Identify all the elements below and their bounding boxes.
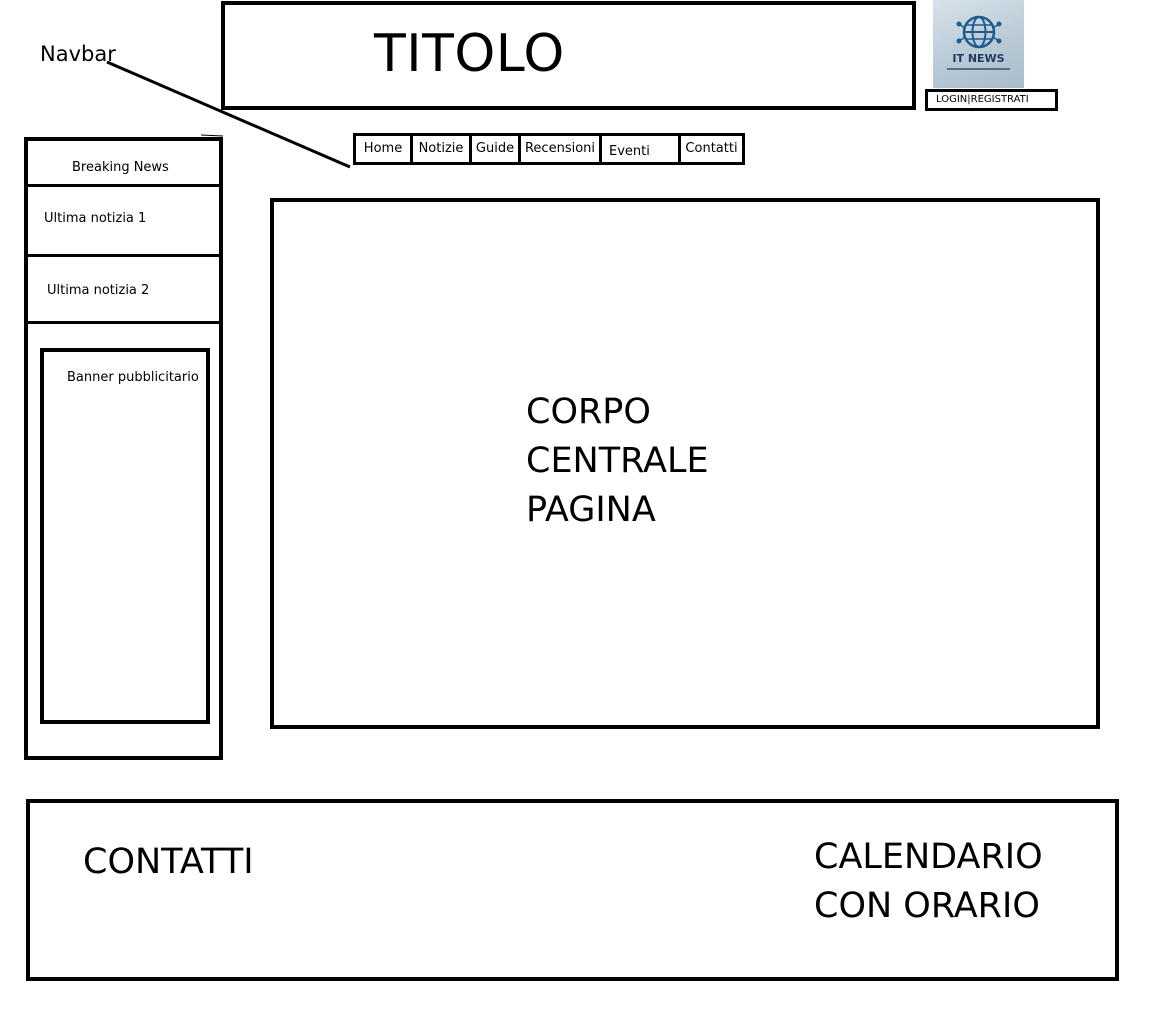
header-title-box [221,1,916,110]
main-line-1: CORPO [526,392,651,432]
footer-calendar: CALENDARIO CON ORARIO [814,833,1043,931]
main-content-box [270,198,1100,729]
sidebar-divider [24,321,223,324]
footer-contacts[interactable]: CONTATTI [83,842,254,882]
footer-calendar-line-1: CALENDARIO [814,837,1043,877]
sidebar-divider [24,254,223,257]
main-line-2: CENTRALE [526,441,709,481]
ad-banner[interactable] [40,348,210,724]
news-item-2[interactable]: Ultima notizia 2 [47,283,150,298]
site-logo[interactable]: IT NEWS [933,0,1024,88]
sidebar [24,137,223,760]
footer [26,799,1119,981]
navbar-annotation-label: Navbar [40,42,116,66]
nav-item-home[interactable]: Home [353,133,413,165]
page-title: TITOLO [374,24,565,84]
logo-text: IT NEWS [952,52,1005,65]
login-register-button[interactable]: LOGIN|REGISTRATI [925,89,1058,111]
nav-item-eventi[interactable]: Eventi [599,133,681,165]
breaking-news-heading: Breaking News [72,160,169,175]
logo-underline [947,68,1010,70]
main-line-3: PAGINA [526,490,656,530]
footer-calendar-line-2: CON ORARIO [814,886,1040,926]
nav-item-contatti[interactable]: Contatti [678,133,745,165]
sidebar-divider [24,184,223,187]
news-item-1[interactable]: Ultima notizia 1 [44,211,147,226]
nav-item-notizie[interactable]: Notizie [410,133,472,165]
main-content-text: CORPO CENTRALE PAGINA [526,388,709,535]
nav-item-guide[interactable]: Guide [469,133,521,165]
ad-banner-label: Banner pubblicitario [67,370,199,385]
nav-item-recensioni[interactable]: Recensioni [518,133,602,165]
globe-icon [956,15,1002,49]
